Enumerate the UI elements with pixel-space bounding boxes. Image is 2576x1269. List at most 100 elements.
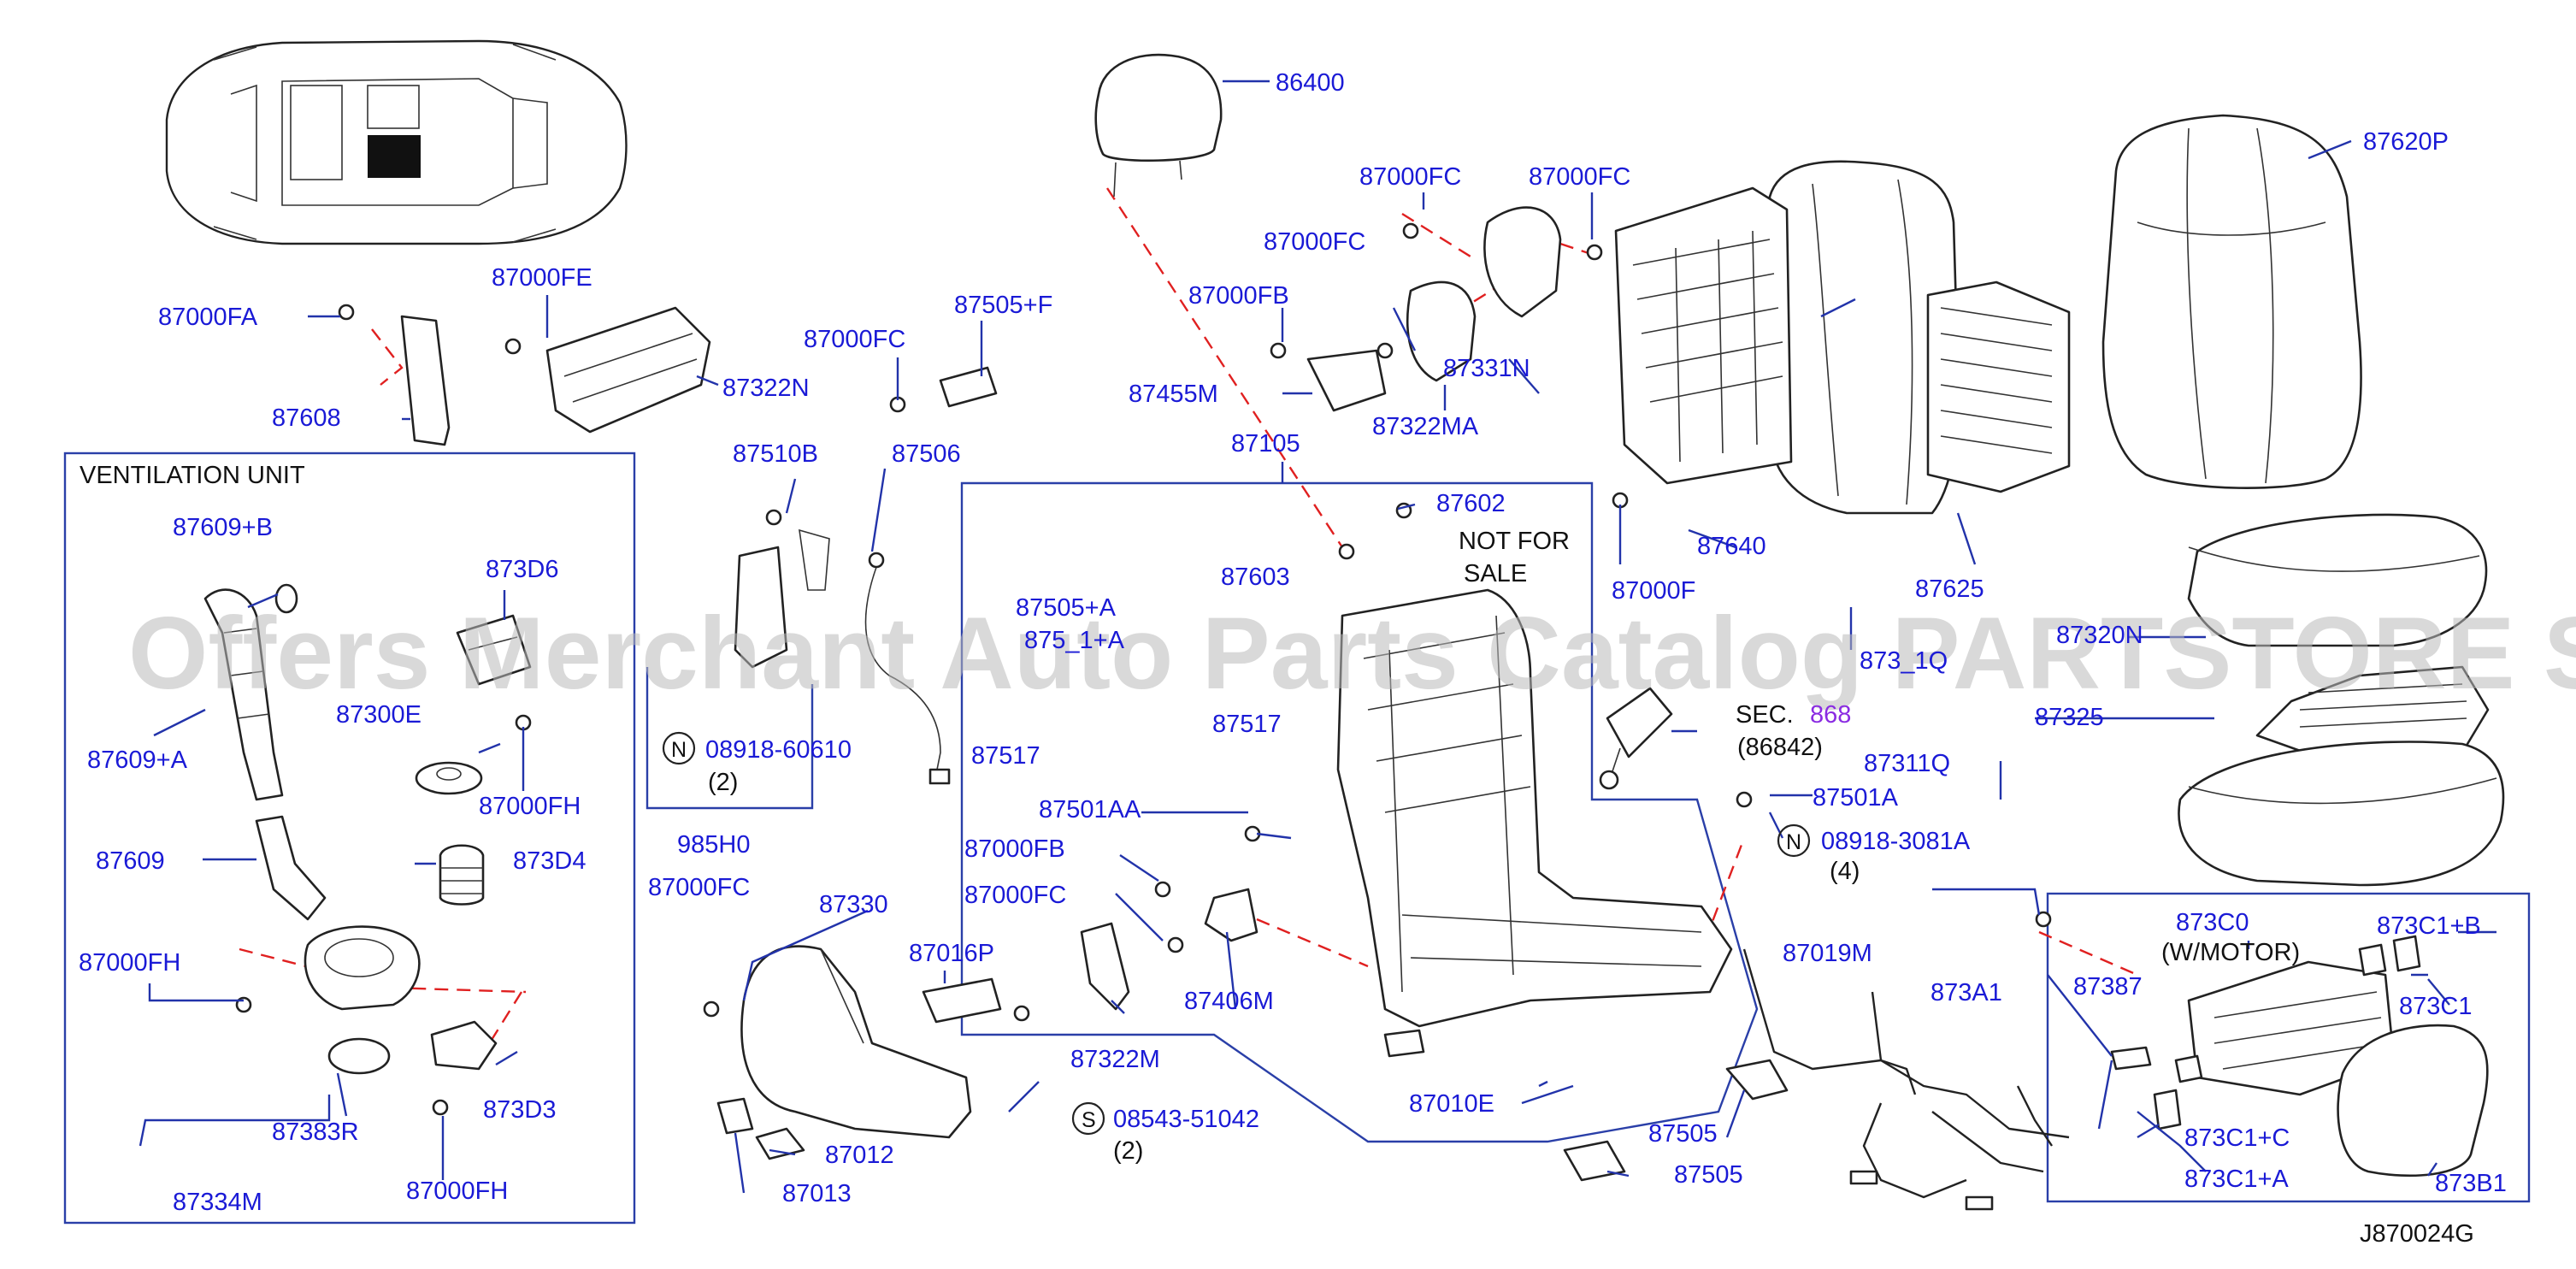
label-87000FC-f: 87000FC	[964, 882, 1066, 909]
note-not-for: NOT FOR	[1459, 528, 1570, 555]
recliner-lever-icon	[1080, 888, 1425, 1058]
label-87501A: 87501A	[1813, 784, 1899, 812]
power-unit-box	[2046, 892, 2531, 1203]
label-87505A: 87505+A	[1016, 594, 1117, 622]
bracket-87505F-icon	[939, 366, 998, 408]
motor-873D3-icon	[430, 1020, 498, 1071]
label-868: 868	[1810, 701, 1851, 729]
qty-2-b: (2)	[1113, 1137, 1143, 1165]
harness-group-box	[645, 667, 814, 810]
label-87517-a: 87517	[1212, 711, 1282, 738]
label-873A1: 873A1	[1931, 979, 2002, 1006]
wire-harness-icon	[1742, 948, 2070, 1211]
label-87506: 87506	[892, 440, 961, 468]
headrest-icon	[1094, 53, 1223, 198]
label-87000FB-b: 87000FB	[964, 835, 1065, 863]
label-87510B: 87510B	[733, 440, 818, 468]
note-w-motor: (W/MOTOR)	[2161, 939, 2300, 966]
label-87517-b: 87517	[971, 742, 1040, 770]
label-87000FC-b: 87000FC	[1529, 163, 1630, 191]
air-duct-87609-icon	[255, 815, 327, 921]
label-87331N: 87331N	[1443, 355, 1530, 382]
label-87620P: 87620P	[2363, 128, 2449, 156]
label-873D6: 873D6	[486, 556, 558, 583]
label-873_1Q: 873_1Q	[1860, 647, 1948, 675]
label-87640: 87640	[1697, 533, 1766, 560]
label-87000FE: 87000FE	[492, 264, 592, 292]
label-87609B: 87609+B	[173, 514, 273, 541]
fan-housing-873D6-icon	[456, 614, 532, 686]
label-873C0: 873C0	[2176, 909, 2249, 936]
label-87505F: 87505+F	[954, 292, 1052, 319]
ventilation-unit-title: VENTILATION UNIT	[80, 462, 305, 489]
side-cover-87608-icon	[400, 315, 451, 446]
label-87322MA: 87322MA	[1372, 413, 1479, 440]
label-873B1: 873B1	[2435, 1170, 2507, 1197]
label-87501AA: 87501AA	[1039, 796, 1141, 823]
label-87000FC-c: 87000FC	[1264, 228, 1365, 256]
label-873D4: 873D4	[513, 847, 586, 875]
note-sale: SALE	[1464, 560, 1527, 587]
note-sec: SEC.	[1736, 701, 1794, 729]
label-87505-a: 87505	[1648, 1120, 1718, 1148]
label-87322M: 87322M	[1070, 1046, 1160, 1073]
label-87012: 87012	[825, 1142, 894, 1169]
label-87000FC-a: 87000FC	[1359, 163, 1461, 191]
circle-letter-n-2: N	[1786, 830, 1801, 854]
ventilation-unit-box	[63, 452, 636, 1225]
circled-symbols	[662, 731, 1811, 1136]
seat-cushion-icon	[2178, 513, 2505, 887]
label-87019M: 87019M	[1783, 940, 1872, 967]
label-87322N: 87322N	[722, 375, 810, 402]
filter-87300E-icon	[415, 761, 483, 795]
label-87609A: 87609+A	[87, 747, 188, 774]
ventilation-fan-icon	[304, 925, 421, 1075]
qty-4: (4)	[1830, 858, 1860, 885]
label-87000FH-c: 87000FH	[406, 1178, 508, 1205]
label-87383R: 87383R	[272, 1118, 359, 1146]
lumbar-support-icon	[734, 528, 951, 785]
leader-lines	[139, 80, 2496, 1194]
seat-frame-icon	[1336, 588, 1733, 1028]
label-87603: 87603	[1221, 564, 1290, 591]
circle-letter-s-1: S	[1082, 1108, 1096, 1132]
bellows-873D4-icon	[439, 844, 485, 906]
label-87000F: 87000F	[1612, 577, 1695, 605]
qty-2-a: (2)	[708, 769, 738, 796]
seat-belt-buckle-icon	[1599, 687, 1673, 790]
label-87000FH-b: 87000FH	[79, 949, 180, 977]
label-87000FH-a: 87000FH	[479, 793, 581, 820]
air-duct-87609B-icon	[203, 583, 298, 801]
label-87406M: 87406M	[1184, 988, 1274, 1015]
label-87602: 87602	[1436, 490, 1506, 517]
power-seat-motor-icon	[2110, 935, 2489, 1178]
label-87625: 87625	[1915, 575, 1984, 603]
label-87320N: 87320N	[2056, 622, 2143, 649]
seat-trim-covers-icon	[1563, 1059, 1789, 1182]
seat-side-panel-icon	[716, 945, 1002, 1160]
label-875_1A: 875_1+A	[1024, 627, 1125, 654]
label-87330: 87330	[819, 891, 888, 918]
seatback-cover-icon	[2101, 114, 2362, 489]
side-cover-87322N-icon	[545, 306, 711, 434]
label-87311Q: 87311Q	[1864, 750, 1950, 777]
label-873D3: 873D3	[483, 1096, 556, 1124]
circle-letter-n-1: N	[671, 738, 687, 762]
label-87609: 87609	[96, 847, 165, 875]
seatback-spring-icon	[1614, 186, 1793, 485]
label-87387: 87387	[2073, 973, 2143, 1000]
label-87000FA: 87000FA	[158, 304, 258, 331]
recliner-covers-icon	[1306, 206, 1562, 412]
label-08918-3081A: 08918-3081A	[1821, 828, 1971, 855]
label-87300E: 87300E	[336, 701, 421, 729]
label-873C1: 873C1	[2399, 993, 2472, 1020]
label-87000FC-d: 87000FC	[804, 326, 905, 353]
note-sec-ref: (86842)	[1737, 734, 1823, 761]
label-87010E: 87010E	[1409, 1090, 1494, 1118]
watermark-text: Offers Merchant Auto Parts Catalog PARTS…	[128, 596, 2576, 711]
diagram-code: J870024G	[2360, 1220, 2474, 1248]
label-87455M: 87455M	[1129, 381, 1218, 408]
vehicle-top-view-icon	[165, 39, 628, 245]
label-08918-60610: 08918-60610	[705, 736, 852, 764]
